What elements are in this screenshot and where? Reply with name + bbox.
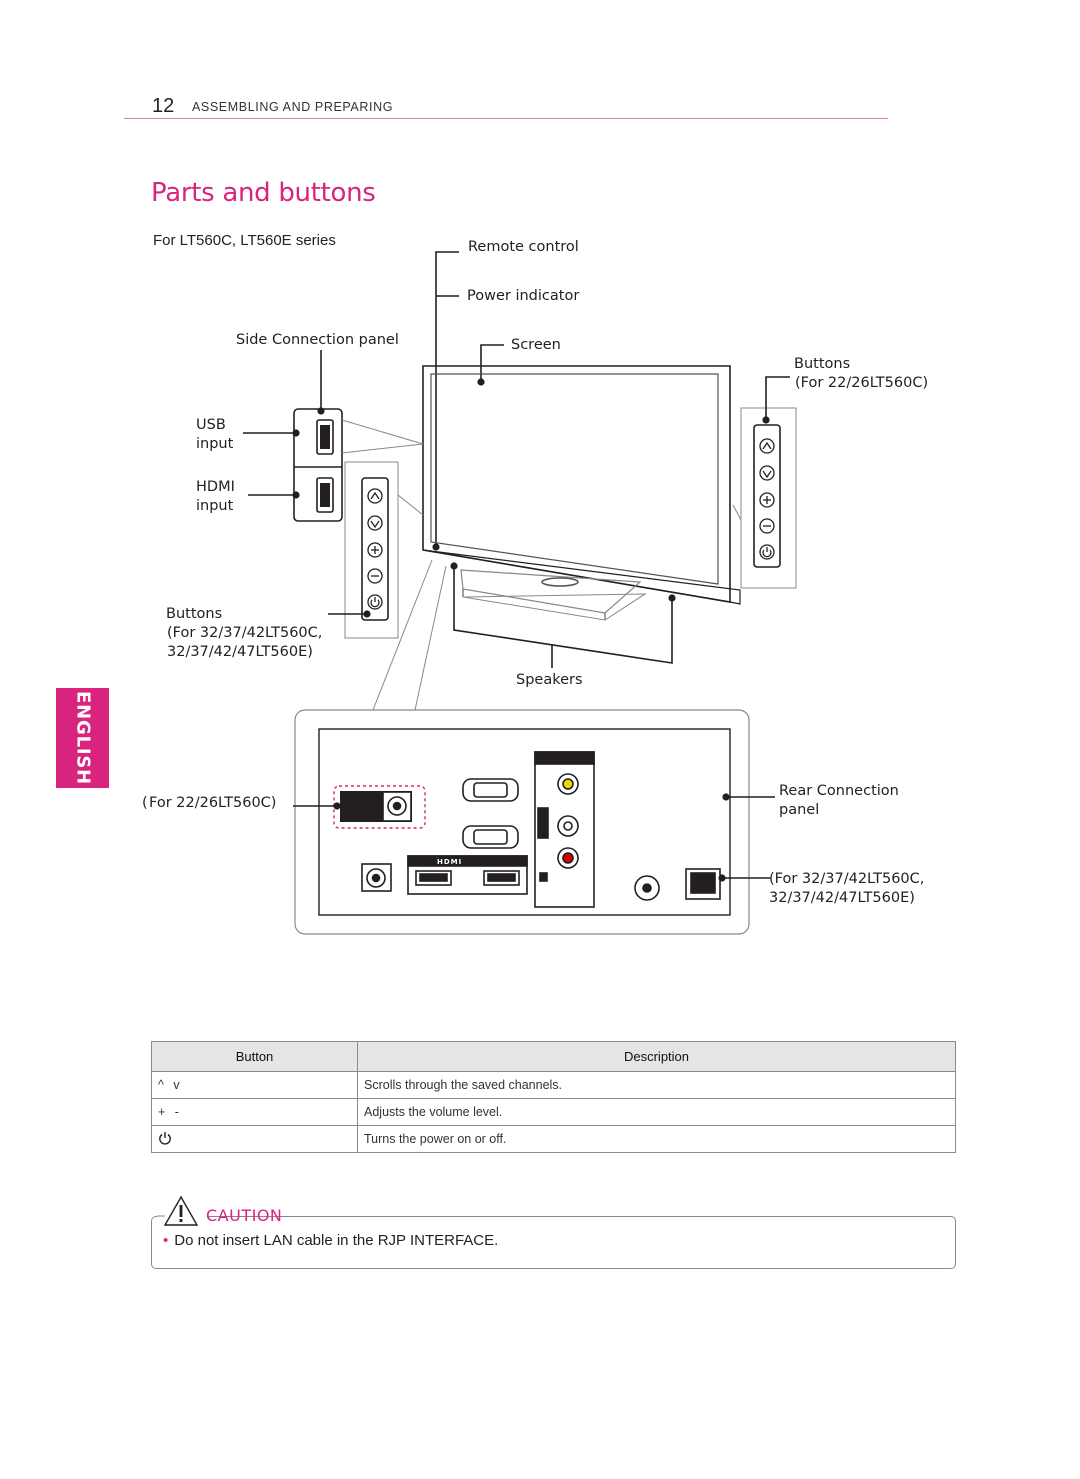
buttons-small-leader: [765, 376, 790, 420]
label-rear-connection-panel: panel: [779, 802, 819, 818]
warning-icon: [157, 1195, 199, 1226]
table-row: + - Adjusts the volume level.: [151, 1098, 956, 1126]
side-buttons-small: [740, 407, 797, 589]
table-row: Turns the power on or off.: [151, 1125, 956, 1153]
button-description: Scrolls through the saved channels.: [357, 1071, 956, 1099]
label-buttons-large-for: (For 32/37/42LT560C,: [167, 625, 322, 641]
label-for-small: For 22/26LT560C): [149, 795, 276, 811]
caution-item: • Do not insert LAN cable in the RJP INTE…: [163, 1232, 498, 1249]
table-header-description: Description: [357, 1041, 956, 1072]
label-buttons-large: Buttons: [166, 606, 222, 622]
button-symbol: + -: [151, 1098, 358, 1126]
label-power-indicator: Power indicator: [467, 288, 579, 304]
screen-leader: [480, 344, 504, 382]
button-description: Adjusts the volume level.: [357, 1098, 956, 1126]
speakers-leader: [453, 566, 673, 664]
tv-parts-diagram: Remote control Power indicator Screen Si…: [142, 239, 928, 935]
table-header-button: Button: [151, 1041, 358, 1072]
hdmi-logo: HDMI: [437, 858, 462, 866]
language-tab: ENGLISH: [56, 688, 109, 788]
label-remote-control: Remote control: [468, 239, 579, 255]
page-title: Parts and buttons: [151, 178, 376, 208]
power-icon: [159, 1131, 171, 1145]
label-for-small-open: (: [142, 795, 148, 811]
button-symbol: ^ v: [151, 1071, 358, 1099]
label-hdmi-input: input: [196, 498, 234, 514]
remote-control-leader: [435, 251, 459, 547]
label-rear-connection: Rear Connection: [779, 783, 899, 799]
side-buttons-large: [344, 461, 399, 639]
label-buttons-small: Buttons: [794, 356, 850, 372]
button-symbol: [151, 1125, 358, 1153]
button-description: Turns the power on or off.: [357, 1125, 956, 1153]
bullet-icon: •: [163, 1232, 169, 1249]
rear-connection-panel: [294, 709, 750, 935]
series-subtitle: For LT560C, LT560E series: [153, 232, 336, 249]
page-number: 12: [152, 95, 175, 117]
label-rear-for: (For 32/37/42LT560C,: [769, 871, 924, 887]
caution-label: CAUTION: [206, 1206, 283, 1225]
header-divider: [124, 118, 888, 119]
label-speakers: Speakers: [516, 672, 583, 688]
label-hdmi: HDMI: [196, 479, 235, 495]
label-usb-input: input: [196, 436, 234, 452]
label-usb: USB: [196, 417, 226, 433]
table-row: ^ v Scrolls through the saved channels.: [151, 1071, 956, 1099]
caution-box: [151, 1216, 956, 1269]
label-buttons-small-for: (For 22/26LT560C): [795, 375, 928, 391]
tv-set: [422, 365, 741, 621]
caution-item-text: Do not insert LAN cable in the RJP INTER…: [174, 1232, 499, 1249]
label-rear-for-models: 32/37/42/47LT560E): [769, 890, 915, 906]
label-side-connection-panel: Side Connection panel: [236, 332, 399, 348]
caution-header: [157, 1194, 207, 1230]
section-title: ASSEMBLING AND PREPARING: [192, 100, 394, 114]
label-screen: Screen: [511, 337, 561, 353]
side-connection-panel: [293, 408, 343, 522]
label-buttons-large-models: 32/37/42/47LT560E): [167, 644, 313, 660]
button-table: Button Description ^ v Scrolls through t…: [151, 1041, 956, 1153]
